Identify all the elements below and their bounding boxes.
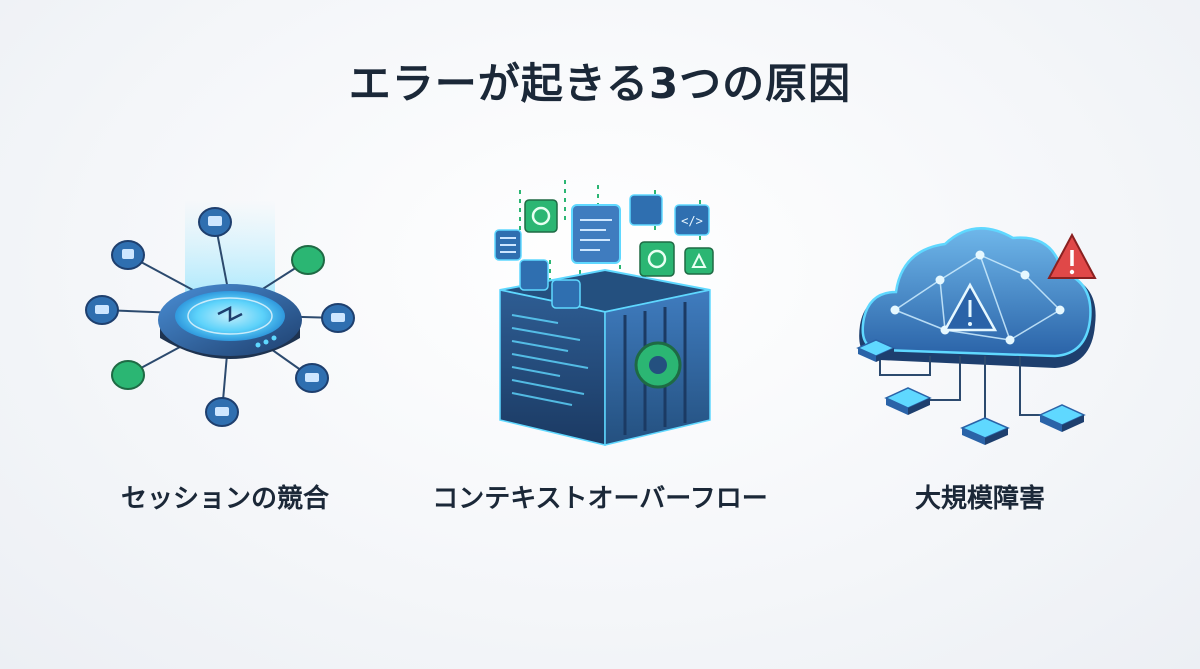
network-hub-icon: [85, 200, 355, 427]
cause-label-large-scale-outage: 大規模障害: [914, 484, 1045, 514]
svg-text:</>: </>: [681, 214, 703, 228]
overflowing-box-icon: </>: [494, 180, 714, 446]
cloud-warning-icon: [856, 227, 1097, 445]
cause-label-context-overflow: コンテキストオーバーフロー: [432, 484, 768, 514]
cause-label-session-conflict: セッションの競合: [120, 484, 329, 514]
page-title: エラーが起きる3つの原因: [348, 59, 852, 108]
